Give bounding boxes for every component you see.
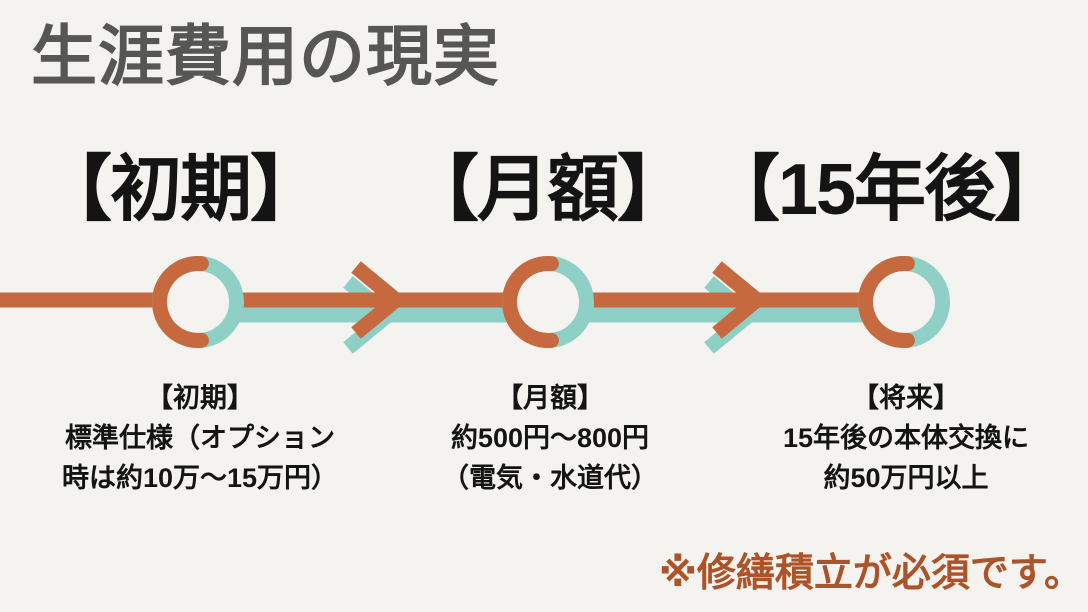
detail-line: 標準仕様（オプション <box>64 423 335 453</box>
page-title: 生涯費用の現実 <box>31 21 500 94</box>
stage-detail-monthly: 【月額】 約500円〜800円 （電気・水道代） <box>442 378 658 498</box>
detail-line: 約50万円以上 <box>823 463 989 493</box>
detail-line: 15年後の本体交換に <box>782 423 1030 453</box>
detail-line: 【初期】 <box>145 383 254 413</box>
stage-heading-initial: 【初期】 <box>39 150 322 230</box>
detail-line: 時は約10万〜15万円） <box>61 463 339 493</box>
milestone-ring-15years <box>858 256 950 348</box>
stage-heading-15years: 【15年後】 <box>707 150 1066 230</box>
detail-line: 【月額】 <box>496 383 604 413</box>
stage-heading-monthly: 【月額】 <box>406 150 689 230</box>
detail-line: 【将来】 <box>851 383 960 413</box>
milestone-ring-monthly <box>502 256 594 348</box>
arrow-orange-icon <box>351 261 408 339</box>
arrow-orange-icon <box>712 261 769 339</box>
stage-detail-initial: 【初期】 標準仕様（オプション 時は約10万〜15万円） <box>62 378 338 498</box>
footnote: ※修繕積立が必須です。 <box>658 552 1083 595</box>
milestone-ring-initial <box>152 256 244 348</box>
detail-line: （電気・水道代） <box>442 463 658 493</box>
stage-detail-future: 【将来】 15年後の本体交換に 約50万円以上 <box>783 378 1029 498</box>
detail-line: 約500円〜800円 <box>450 423 650 453</box>
